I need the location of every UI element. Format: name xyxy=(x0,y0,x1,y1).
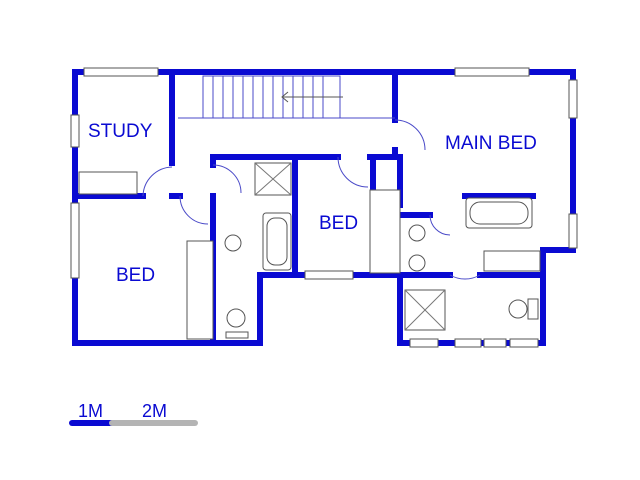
window-top-main-bed xyxy=(454,67,530,77)
window-bed-middle xyxy=(304,270,354,280)
window-left-bed xyxy=(70,202,80,279)
window-right-upper xyxy=(568,79,578,119)
window-bath-left xyxy=(225,331,249,339)
scale-label-2m: 2M xyxy=(142,401,167,421)
toilet-left-icon xyxy=(226,308,246,328)
stairs xyxy=(178,75,395,119)
bed-middle-cupboard xyxy=(369,189,401,274)
room-label-main-bed: MAIN BED xyxy=(445,133,537,154)
fixtures xyxy=(78,162,541,340)
scale-bar: 1M 2M xyxy=(69,401,198,426)
scale-label-1m: 1M xyxy=(78,401,103,421)
window-bath-1 xyxy=(409,338,439,348)
window-bath-3 xyxy=(483,338,507,348)
door-swings xyxy=(142,119,481,280)
windows xyxy=(70,67,578,348)
basin-main-2-icon xyxy=(408,254,426,272)
room-label-study: STUDY xyxy=(88,121,153,142)
window-bath-2 xyxy=(454,338,482,348)
room-label-bed-middle: BED xyxy=(319,213,358,234)
basin-main-1-icon xyxy=(408,224,426,242)
window-right-lower xyxy=(568,213,578,249)
main-bed-cupboard xyxy=(483,250,541,272)
bed-left-cupboard xyxy=(186,240,214,340)
window-top-study xyxy=(83,67,159,77)
window-left-study xyxy=(70,114,80,148)
window-bath-4 xyxy=(509,338,539,348)
study-desk xyxy=(78,171,138,195)
toilet-main-icon xyxy=(508,299,528,319)
basin-left-icon xyxy=(224,234,242,252)
room-labels: STUDY BED BED MAIN BED xyxy=(88,121,537,286)
room-label-bed-left: BED xyxy=(116,265,155,286)
